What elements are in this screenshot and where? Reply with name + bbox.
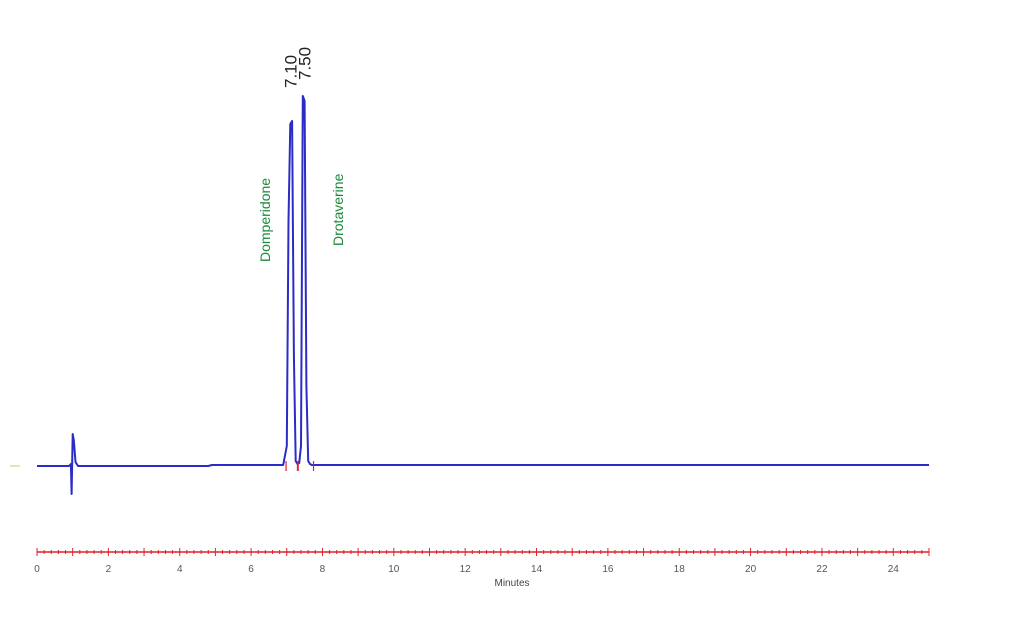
x-tick-label: 10 bbox=[388, 564, 400, 575]
peak-markers bbox=[285, 461, 315, 471]
x-tick-label: 14 bbox=[531, 564, 543, 575]
peak-name-label: Drotaverine bbox=[330, 173, 346, 246]
x-tick-label: 6 bbox=[248, 564, 254, 575]
x-tick-label: 22 bbox=[816, 564, 828, 575]
x-tick-label: 20 bbox=[745, 564, 757, 575]
series-line bbox=[37, 95, 929, 495]
x-tick-label: 18 bbox=[674, 564, 686, 575]
x-tick-label: 16 bbox=[602, 564, 614, 575]
x-tick-label: 4 bbox=[177, 564, 183, 575]
plot-area: 7.107.50 Domperidone Drotaverine bbox=[10, 47, 929, 495]
retention-time-label: 7.10 bbox=[281, 55, 300, 88]
x-axis-title: Minutes bbox=[494, 578, 529, 589]
peak-name-label: Domperidone bbox=[257, 178, 273, 262]
x-tick-label: 2 bbox=[106, 564, 112, 575]
retention-time-label: 7.50 bbox=[296, 47, 315, 80]
x-tick-label: 12 bbox=[460, 564, 472, 575]
x-tick-label: 24 bbox=[888, 564, 900, 575]
x-tick-label: 8 bbox=[320, 564, 326, 575]
peak-name-labels: Domperidone Drotaverine bbox=[257, 173, 346, 262]
x-tick-label: 0 bbox=[34, 564, 40, 575]
x-axis bbox=[36, 548, 930, 556]
retention-time-labels: 7.107.50 bbox=[281, 47, 314, 88]
